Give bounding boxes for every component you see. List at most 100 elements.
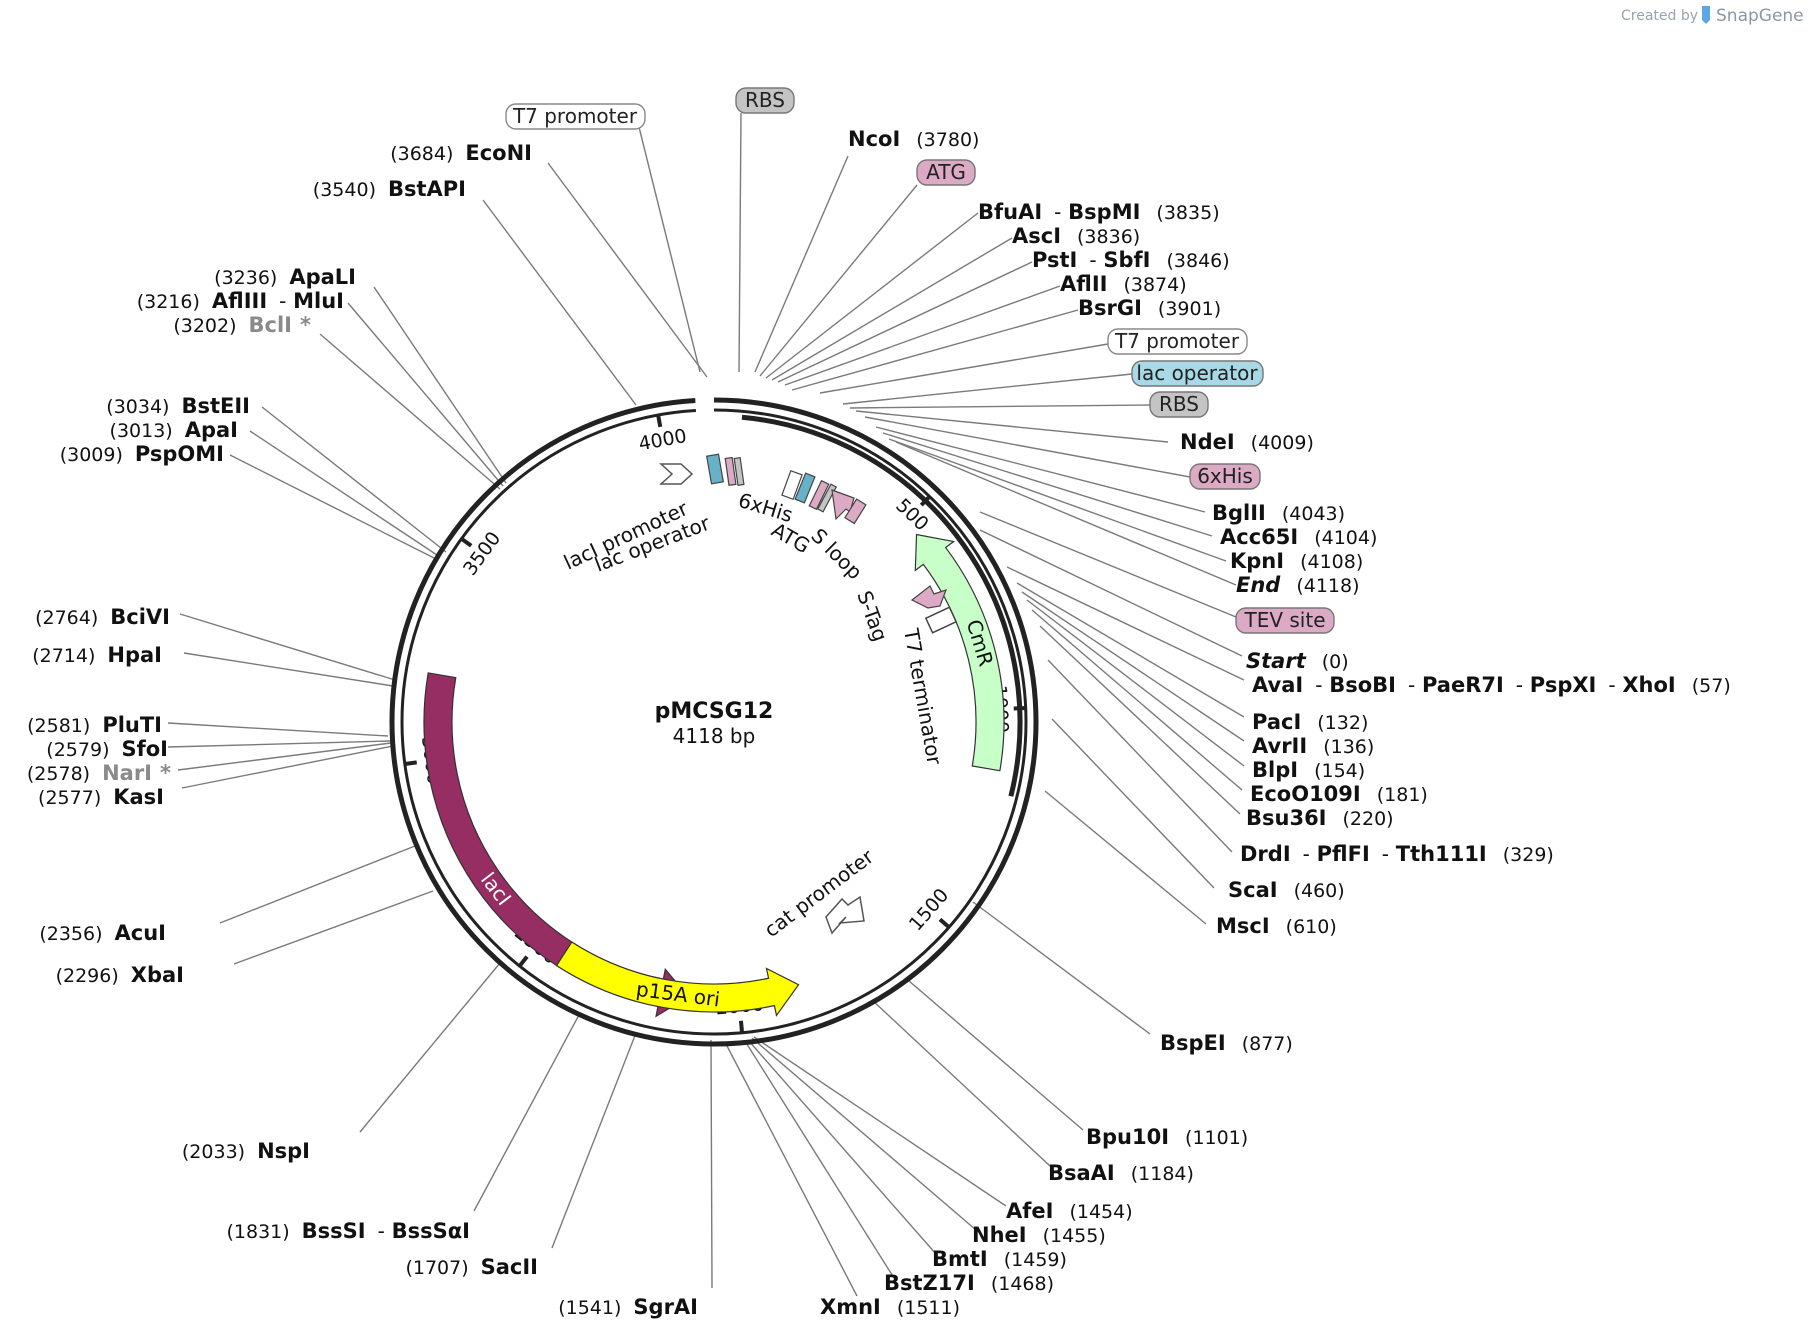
site-name: PspXI <box>1530 673 1597 697</box>
lac-operator-box-right <box>794 472 816 504</box>
tick-label-3500: 3500 <box>459 528 505 580</box>
tag-tev-site: TEV site <box>1235 607 1335 634</box>
site-pspomi: (3009)PspOMI <box>60 442 224 466</box>
tick-3000 <box>404 760 418 766</box>
site-name: BssSαI <box>392 1219 470 1243</box>
site-pluti: (2581)PluTI <box>27 713 162 737</box>
site-position: (2296) <box>56 965 119 987</box>
site-name: XmnI <box>820 1295 881 1319</box>
site-bsrgi: BsrGI(3901) <box>1078 296 1221 320</box>
site-name: SacII <box>481 1255 538 1279</box>
site-position: (1184) <box>1131 1163 1194 1185</box>
site-name: PstI <box>1032 248 1077 272</box>
leader-xbai <box>233 890 434 965</box>
site-bsu36i: Bsu36I(220) <box>1246 806 1394 830</box>
leader-nari <box>177 742 392 771</box>
site-sfoi: (2579)SfoI <box>46 737 168 761</box>
feature-laci <box>423 672 690 1018</box>
site-nari: (2578)NarI* <box>27 761 171 785</box>
site-star-marker: * <box>300 313 311 337</box>
site-name-separator: - <box>378 1219 385 1243</box>
leader-ncoi <box>754 155 849 373</box>
his6-box-left <box>724 456 737 486</box>
site-bstapi: (3540)BstAPI <box>313 177 466 201</box>
region-bar <box>741 414 1023 797</box>
site-star-marker: * <box>160 761 171 785</box>
site-kpni: KpnI(4108) <box>1230 549 1363 573</box>
site-bmti: BmtI(1459) <box>932 1247 1067 1271</box>
site-xbai: (2296)XbaI <box>56 963 184 987</box>
leader-bcli <box>319 333 501 490</box>
leader-his6 <box>864 416 1191 478</box>
site-position: (2578) <box>27 763 90 785</box>
site-sgrai: (1541)SgrAI <box>558 1295 698 1319</box>
site-name: NcoI <box>848 127 900 151</box>
site-name: SfoI <box>121 737 168 761</box>
site-start: Start(0) <box>1246 649 1349 673</box>
site-position: (2356) <box>39 923 102 945</box>
site-position: (4009) <box>1251 432 1314 454</box>
svg-text:lac operator: lac operator <box>1136 361 1258 385</box>
s-loop-label: S loop <box>806 524 867 585</box>
site-position: (132) <box>1317 712 1368 734</box>
site-bspei: BspEI(877) <box>1160 1031 1293 1055</box>
leader-nhei <box>751 1037 977 1231</box>
site-name: NheI <box>972 1223 1027 1247</box>
feature-tags: T7 promoter RBS ATG T7 promoter lac oper… <box>505 87 1335 634</box>
site-name: End <box>1236 573 1281 597</box>
svg-text:ATG: ATG <box>926 160 966 184</box>
leader-bsu36i <box>1039 625 1241 815</box>
leader-lac-operator <box>842 373 1133 405</box>
leader-pluti <box>167 722 389 737</box>
small-features <box>659 453 958 935</box>
snapgene-logo-icon <box>1702 6 1710 24</box>
lac-operator-box-left <box>705 453 725 485</box>
site-position: (1454) <box>1069 1201 1132 1223</box>
credit-prefix: Created by <box>1621 8 1698 24</box>
site-position: (3202) <box>173 315 236 337</box>
rbs-box-top <box>733 457 745 486</box>
site-position: (3780) <box>916 129 979 151</box>
feature-cmr <box>914 533 1005 772</box>
site-name: PaeR7I <box>1422 673 1504 697</box>
svg-text:RBS: RBS <box>1159 392 1199 416</box>
tag-rbs-right: RBS <box>1149 391 1209 418</box>
site-name: XhoI <box>1622 673 1675 697</box>
s-tag-arrow <box>910 585 948 609</box>
site-position: (1831) <box>226 1221 289 1243</box>
site-name-separator: - <box>1408 673 1415 697</box>
site-name: PacI <box>1252 710 1301 734</box>
site-name: EcoNI <box>465 141 532 165</box>
tick-1000 <box>1013 705 1026 711</box>
site-position: (4108) <box>1300 551 1363 573</box>
site-name: BstZ17I <box>884 1271 975 1295</box>
site-position: (2581) <box>27 715 90 737</box>
leader-avai <box>1006 566 1245 681</box>
site-position: (3009) <box>60 444 123 466</box>
plasmid-size: 4118 bp <box>673 724 756 748</box>
site-name: AvrII <box>1252 734 1307 758</box>
site-drdi: DrdI-PflFI-Tth111I(329) <box>1240 842 1554 866</box>
leader-end <box>895 441 1237 586</box>
tag-t7-promoter-left: T7 promoter <box>505 103 646 130</box>
site-name: SgrAI <box>633 1295 698 1319</box>
site-name: MluI <box>293 289 344 313</box>
feature-p15a-ori <box>555 941 800 1017</box>
site-position: (3540) <box>313 179 376 201</box>
site-name-separator: - <box>1382 842 1389 866</box>
site-position: (1511) <box>897 1297 960 1319</box>
site-aflii: AflII(3874) <box>1060 272 1187 296</box>
site-acc65i: Acc65I(4104) <box>1220 525 1377 549</box>
leader-bsrgi <box>791 309 1079 391</box>
site-position: (3034) <box>106 396 169 418</box>
svg-text:TEV site: TEV site <box>1243 608 1325 632</box>
site-name: AflIII <box>212 289 267 313</box>
leader-nspi <box>359 962 501 1133</box>
site-nhei: NheI(1455) <box>972 1223 1106 1247</box>
site-position: (57) <box>1692 675 1731 697</box>
leader-t7-promoter-left <box>636 118 701 373</box>
site-position: (2577) <box>38 787 101 809</box>
atg-label: ATG <box>768 518 815 559</box>
site-name: AvaI <box>1252 673 1303 697</box>
